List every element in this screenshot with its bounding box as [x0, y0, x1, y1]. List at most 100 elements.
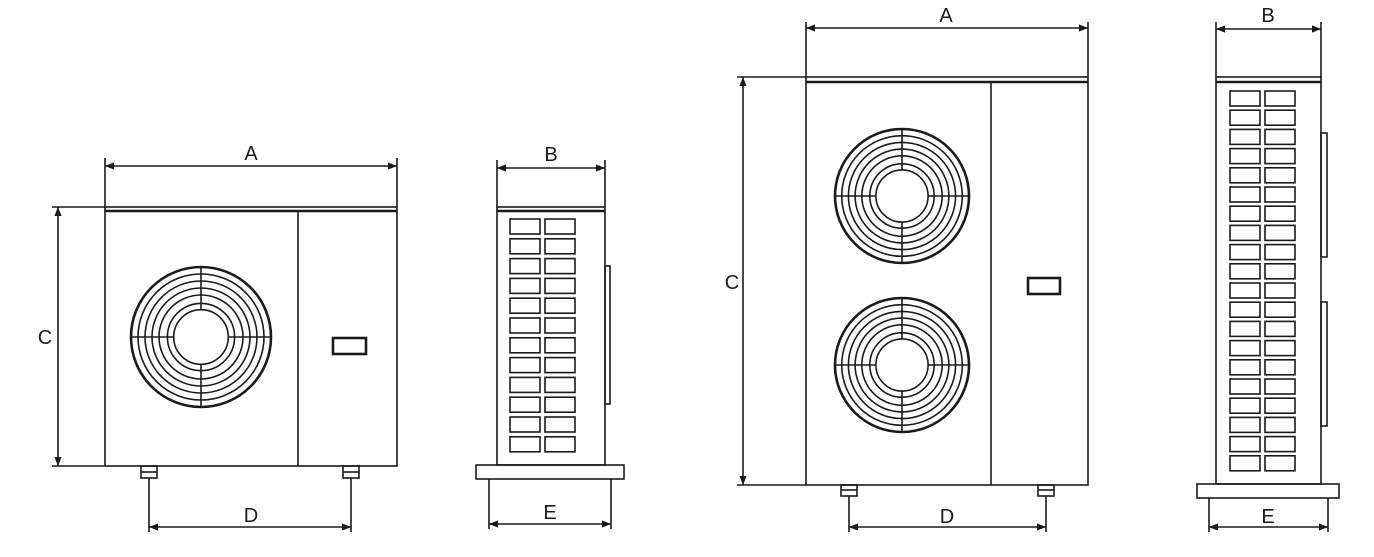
fin-cell	[509, 336, 541, 354]
cabinet-outline	[104, 206, 398, 467]
dimension-a: A	[805, 5, 1089, 77]
cabinet-outline	[805, 76, 1089, 486]
dimension-b: B	[1215, 5, 1322, 77]
dimension-label-c: C	[38, 327, 52, 349]
fin-cell	[1264, 205, 1296, 222]
fin-cell	[1264, 262, 1296, 280]
fin-cell	[509, 376, 541, 394]
single-fan-front-view: A C D	[38, 143, 398, 532]
foot-left	[840, 484, 858, 497]
grille-ring	[868, 163, 935, 230]
fan-grille-lower	[833, 296, 971, 434]
fin-cell	[1264, 339, 1296, 357]
side-outline	[1215, 76, 1322, 485]
dimension-d: D	[148, 478, 352, 532]
fin-cell	[1229, 109, 1261, 126]
fin-cell	[1229, 282, 1261, 299]
grille-ring	[166, 302, 236, 372]
side-outline	[496, 206, 606, 466]
fin-cell	[1229, 90, 1261, 107]
dimension-a: A	[104, 143, 398, 207]
fin-cell	[1229, 262, 1261, 280]
fin-cell	[509, 257, 541, 275]
fin-cell	[1264, 435, 1296, 453]
fin-cell	[1229, 435, 1261, 453]
fin-cell	[1264, 320, 1296, 338]
dimension-label-e: E	[543, 502, 556, 524]
fin-cell	[544, 257, 576, 275]
fin-cell	[544, 317, 576, 334]
fin-cell	[1229, 128, 1261, 146]
fan-guard-profile-upper	[1320, 132, 1328, 258]
fin-cell	[1229, 243, 1261, 261]
fin-cell	[509, 297, 541, 315]
fin-cell	[1264, 109, 1296, 126]
fin-cell	[544, 356, 576, 374]
fin-cell	[1264, 167, 1296, 184]
base-plate	[1196, 483, 1340, 499]
fin-cell	[509, 416, 541, 433]
grille-ring	[172, 308, 230, 366]
dimension-label-b: B	[544, 144, 557, 166]
fin-cell	[1229, 339, 1261, 357]
fin-cell	[544, 277, 576, 295]
dimension-e: E	[488, 479, 612, 529]
handle-icon	[1026, 276, 1062, 296]
fin-cell	[544, 297, 576, 315]
fin-cell	[1264, 378, 1296, 395]
fin-cell	[544, 336, 576, 354]
fin-cell	[544, 396, 576, 414]
dimension-label-b: B	[1261, 5, 1274, 27]
fin-cell	[509, 317, 541, 334]
dimension-label-a: A	[939, 5, 953, 27]
double-fan-front-view: A C D	[725, 5, 1089, 532]
fin-cell	[509, 356, 541, 374]
fin-cell	[509, 435, 541, 453]
grille-ring	[868, 331, 935, 398]
dimension-label-e: E	[1261, 506, 1274, 528]
double-fan-side-view: B E	[1196, 5, 1340, 532]
dimension-d: D	[848, 496, 1047, 532]
fin-cell	[1264, 224, 1296, 242]
fin-cell	[1229, 186, 1261, 203]
coil-fin-grid	[1229, 90, 1296, 472]
fin-cell	[1264, 90, 1296, 107]
fin-cell	[1264, 128, 1296, 146]
foot-right	[342, 465, 360, 479]
grille-ring	[875, 169, 929, 223]
fan-guard-profile-lower	[1320, 301, 1328, 427]
fin-cell	[1229, 147, 1261, 165]
fin-cell	[1229, 454, 1261, 472]
fin-cell	[509, 396, 541, 414]
fin-cell	[544, 238, 576, 255]
fin-cell	[1229, 358, 1261, 376]
fin-cell	[509, 238, 541, 255]
fin-cell	[1229, 224, 1261, 242]
foot-left	[140, 465, 158, 479]
fin-cell	[1229, 167, 1261, 184]
dimension-label-d: D	[244, 505, 258, 527]
dimension-c: C	[38, 206, 105, 467]
fin-cell	[544, 376, 576, 394]
foot-right	[1037, 484, 1055, 497]
grille-ring	[875, 338, 929, 392]
dimension-c: C	[725, 76, 806, 486]
fin-cell	[1264, 397, 1296, 415]
fan-guard-profile	[604, 265, 611, 405]
fin-cell	[1264, 416, 1296, 434]
fin-cell	[1264, 186, 1296, 203]
fin-cell	[1264, 243, 1296, 261]
fin-cell	[1264, 147, 1296, 165]
fin-cell	[544, 218, 576, 235]
fin-cell	[1229, 397, 1261, 415]
fin-cell	[1229, 320, 1261, 338]
fin-cell	[1264, 282, 1296, 299]
fin-cell	[544, 435, 576, 453]
handle-icon	[331, 336, 368, 356]
single-fan-side-view: B E	[475, 144, 625, 529]
fin-cell	[1229, 301, 1261, 319]
fin-cell	[1229, 205, 1261, 222]
fin-cell	[1264, 454, 1296, 472]
dimension-b: B	[496, 144, 606, 207]
fin-cell	[1264, 301, 1296, 319]
